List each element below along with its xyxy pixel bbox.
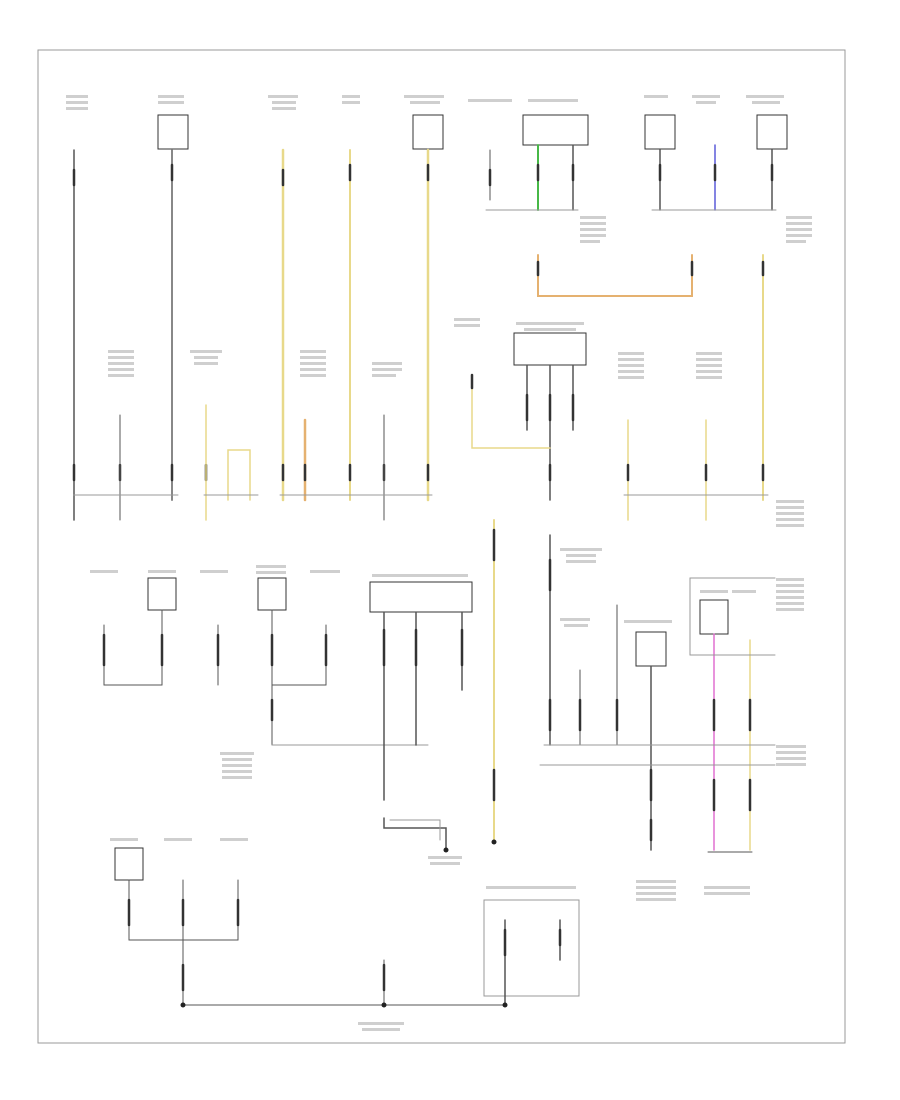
component-box xyxy=(699,599,729,635)
top-section xyxy=(72,114,788,521)
component-box xyxy=(522,114,589,146)
wire xyxy=(689,577,776,656)
wire xyxy=(471,374,551,449)
connector-ticks xyxy=(102,528,752,842)
ground-point xyxy=(443,847,449,853)
component-box xyxy=(513,332,587,366)
lower-section xyxy=(102,519,776,853)
component-box xyxy=(257,577,287,611)
connector-ticks xyxy=(488,163,774,277)
connector-ticks xyxy=(72,163,430,482)
wire xyxy=(383,817,447,849)
diagram-frame xyxy=(37,49,846,1044)
component-box xyxy=(147,577,177,611)
component-box xyxy=(369,581,473,613)
wire xyxy=(227,449,251,501)
ground-point xyxy=(381,1002,387,1008)
component-box xyxy=(114,847,144,881)
ground-point xyxy=(491,839,497,845)
component-box xyxy=(412,114,444,150)
wire xyxy=(389,819,441,841)
component-box xyxy=(644,114,676,150)
component-box xyxy=(483,899,580,997)
middle-section xyxy=(470,332,769,521)
bottom-section xyxy=(114,839,580,1008)
component-box xyxy=(635,631,667,667)
wire xyxy=(537,254,693,297)
ground-point xyxy=(180,1002,186,1008)
label-marks xyxy=(66,95,812,1031)
component-box xyxy=(756,114,788,150)
ground-point xyxy=(502,1002,508,1008)
connector-ticks xyxy=(470,373,765,482)
component-box xyxy=(157,114,189,150)
connector-ticks xyxy=(127,898,562,992)
